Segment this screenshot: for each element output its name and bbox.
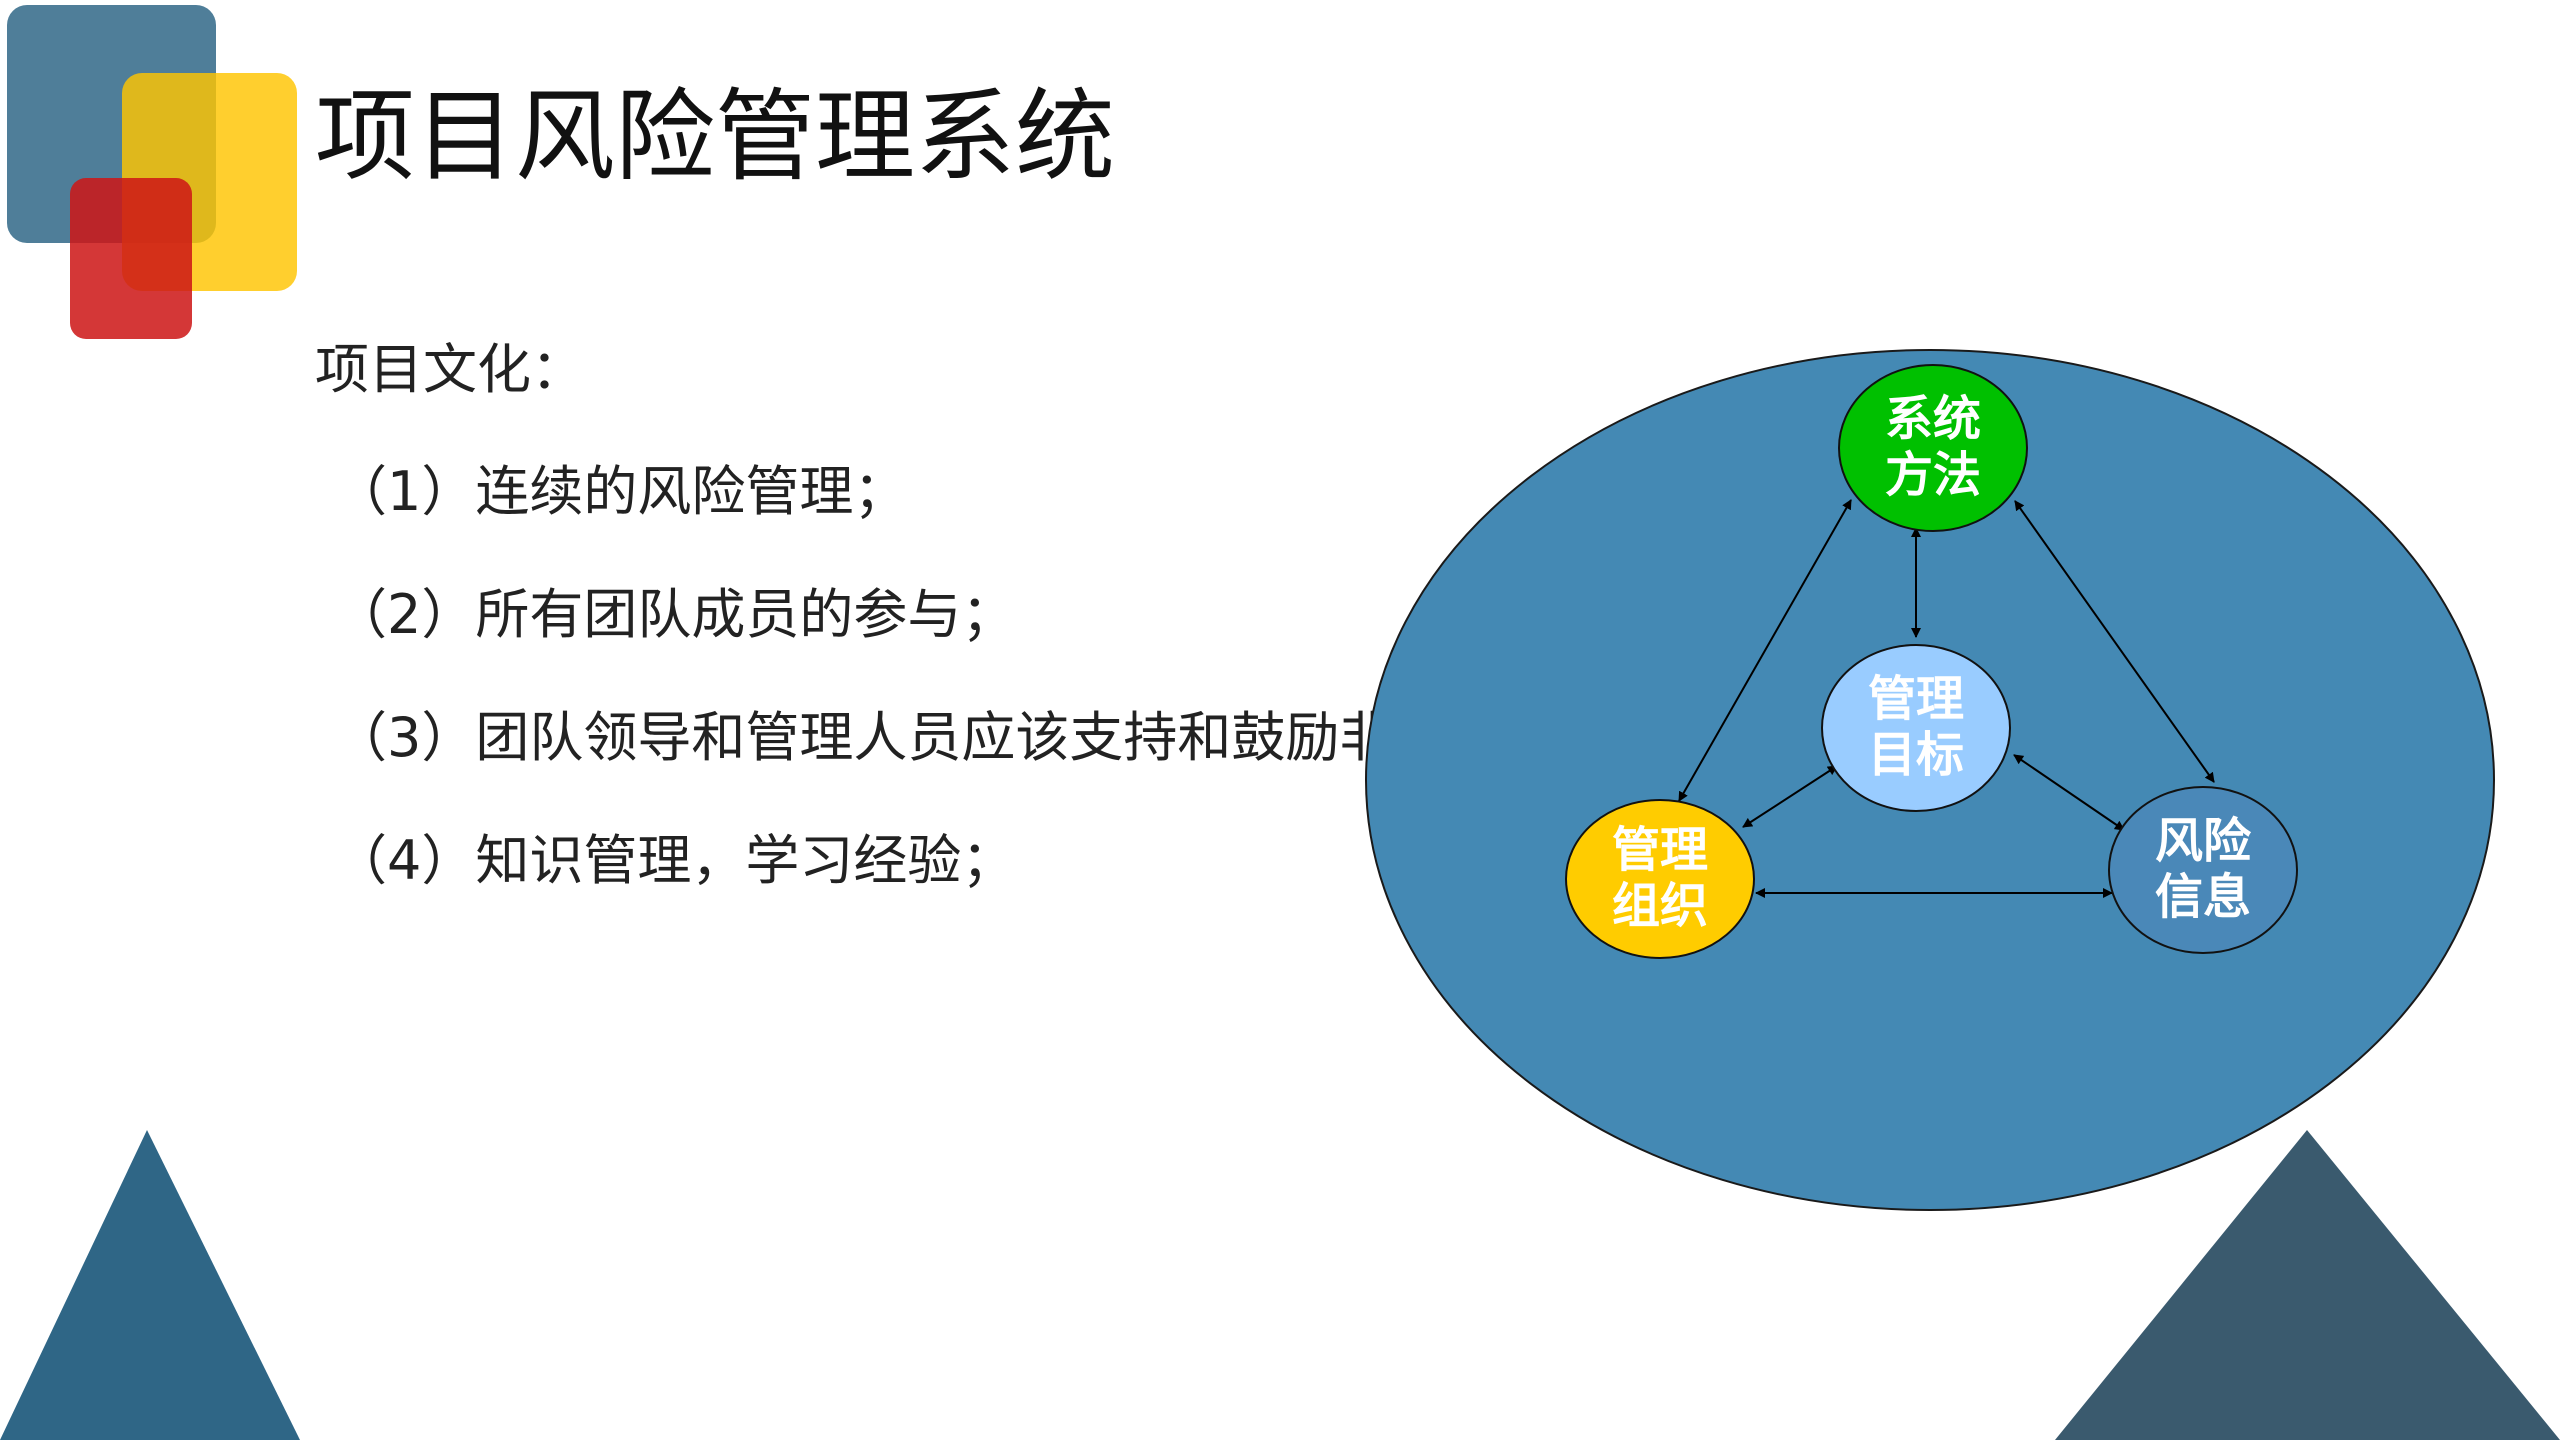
node-label: 信息 xyxy=(2155,869,2251,925)
node-management-goal: 管理 目标 xyxy=(1821,644,2011,812)
decor-square-red xyxy=(70,178,192,339)
risk-management-diagram: 系统 方法 管理 目标 管理 组织 风险 信息 xyxy=(1365,349,2495,1211)
connector-top-left xyxy=(1678,499,1852,802)
list-item: （2）所有团队成员的参与； xyxy=(333,583,1016,646)
connector-top-right xyxy=(2014,500,2215,783)
list-item: （4）知识管理，学习经验； xyxy=(333,829,1016,892)
node-label: 系统 xyxy=(1885,391,1981,447)
node-label: 管理 xyxy=(1868,671,1964,727)
content-area: 项目文化： （1）连续的风险管理； （2）所有团队成员的参与； （3）团队领导和… xyxy=(315,335,1375,935)
connector-center-left xyxy=(1742,765,1838,828)
node-system-method: 系统 方法 xyxy=(1838,364,2028,532)
node-label: 风险 xyxy=(2155,813,2252,869)
node-label: 目标 xyxy=(1868,727,1964,783)
node-label: 管理 xyxy=(1612,822,1708,878)
culture-list: （1）连续的风险管理； （2）所有团队成员的参与； （3）团队领导和管理人员应该… xyxy=(315,457,1375,896)
node-label: 组织 xyxy=(1612,878,1708,934)
node-label: 方法 xyxy=(1885,447,1981,503)
list-item: （1）连续的风险管理； xyxy=(333,460,908,523)
decor-triangle-right xyxy=(2055,1130,2560,1440)
connector-center-right xyxy=(2013,754,2125,831)
node-management-organization: 管理 组织 xyxy=(1565,799,1755,959)
list-item: （3）团队领导和管理人员应该支持和鼓励非正式的风险沟通； xyxy=(333,706,1375,769)
node-risk-information: 风险 信息 xyxy=(2108,786,2298,954)
section-heading: 项目文化： xyxy=(315,338,585,401)
decor-triangle-left xyxy=(0,1130,300,1440)
slide-title: 项目风险管理系统 xyxy=(315,78,1115,195)
